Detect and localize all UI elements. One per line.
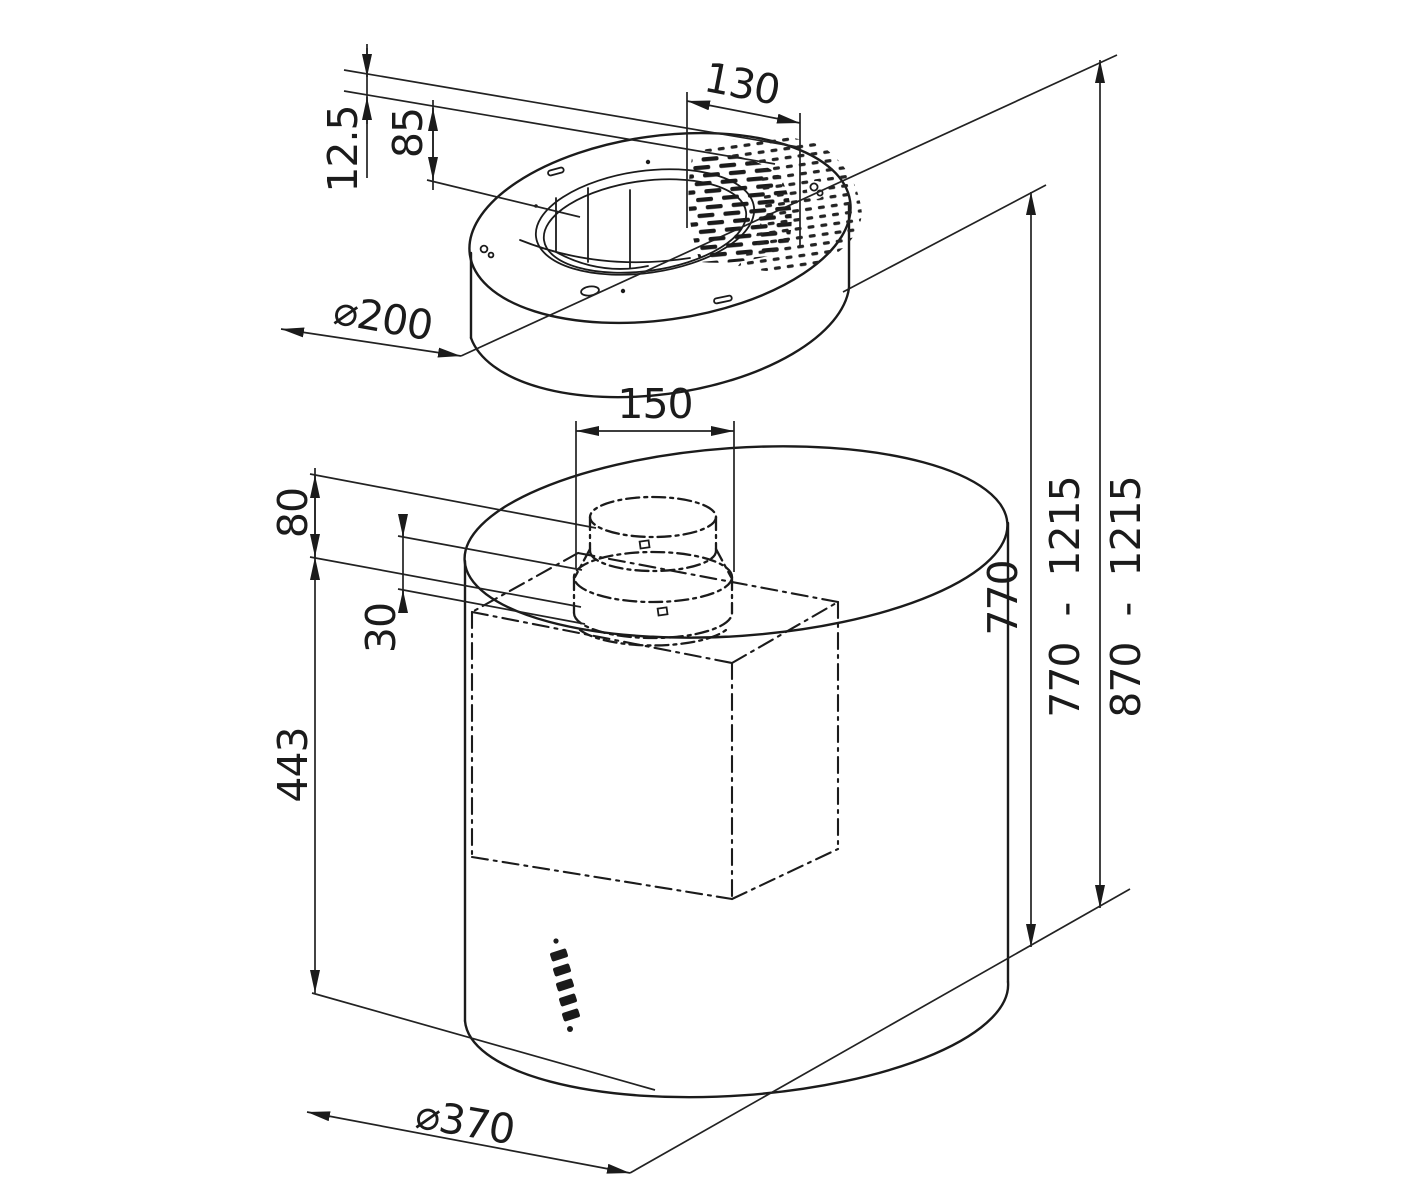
- button: [559, 993, 577, 1007]
- duct-outlet-collar: [572, 495, 734, 647]
- button: [553, 963, 571, 977]
- dim-collar-height: 80: [269, 468, 597, 608]
- led-dot: [567, 1026, 573, 1032]
- dim-total-height-ranges: 770 - 1215 870 - 1215: [1041, 60, 1150, 908]
- dim-lower-body-height-label: 443: [269, 727, 317, 802]
- dim-body-diameter: ⌀370: [306, 888, 1131, 1174]
- dim-outlet-collar-width: 150: [575, 380, 735, 572]
- dim-chimney-section-height-label: 85: [384, 108, 432, 158]
- dim-total-height-range-1-label: 770 - 1215: [1041, 476, 1089, 717]
- dim-body-height: 770: [842, 184, 1047, 947]
- dim-outlet-collar-width-label: 150: [617, 380, 692, 428]
- button: [562, 1008, 580, 1022]
- main-cylinder-body: [463, 445, 1010, 1099]
- dim-body-height-label: 770: [979, 560, 1027, 635]
- led-dot: [553, 938, 559, 944]
- dim-body-diameter-label: ⌀370: [412, 1090, 518, 1154]
- dim-collar-ring-height: 30: [357, 514, 586, 653]
- dim-collar-ring-height-label: 30: [357, 603, 405, 653]
- dim-flange-thickness: 12.5: [319, 44, 799, 193]
- chimney-top-ring: [468, 131, 862, 399]
- dimension-annotations: 12.5 85 130 ⌀200 150: [269, 44, 1150, 1174]
- dim-collar-height-label: 80: [269, 488, 317, 538]
- dim-lower-body-height: 443: [269, 557, 656, 1091]
- dim-chimney-diameter-label: ⌀200: [330, 286, 436, 350]
- perforation-dots: [700, 135, 862, 271]
- dim-total-height-range-2-label: 870 - 1215: [1102, 476, 1150, 717]
- dim-chimney-section-height: 85: [384, 100, 581, 218]
- button: [556, 978, 574, 992]
- flange-mounting-holes: [479, 159, 825, 305]
- button: [550, 948, 568, 962]
- inner-housing-box: [470, 551, 840, 901]
- dim-flange-thickness-label: 12.5: [319, 105, 367, 192]
- control-buttons: [550, 938, 580, 1032]
